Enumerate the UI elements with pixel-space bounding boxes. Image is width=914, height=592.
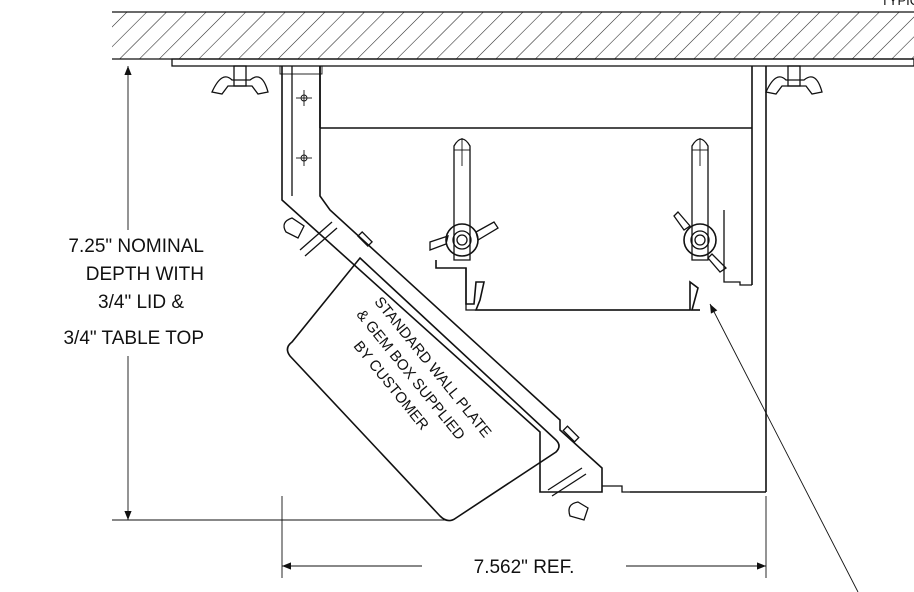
- wing-nut-top-right: [765, 65, 823, 95]
- mounting-hole-1: [296, 90, 312, 106]
- screw-upper: [283, 217, 373, 257]
- adjuster-left: [429, 138, 499, 261]
- depth-dimension: 7.25" NOMINAL DEPTH WITH 3/4" LID & 3/4"…: [63, 66, 446, 521]
- mounting-hole-2: [296, 150, 312, 166]
- adjuster-right: [673, 138, 728, 273]
- box-label-line1: STANDARD WALL PLATE: [371, 294, 495, 441]
- depth-label-line1: 7.25" NOMINAL: [68, 236, 204, 257]
- gem-box: STANDARD WALL PLATE & GEM BOX SUPPLIED B…: [286, 256, 560, 522]
- tray-leader: [709, 303, 859, 592]
- screw-lower: [547, 425, 589, 521]
- depth-label-line4: 3/4" TABLE TOP: [63, 328, 204, 349]
- depth-label-line3: 3/4" LID &: [98, 292, 184, 313]
- table-top-note: TYPICAL TABLE TOP: [881, 0, 914, 8]
- table-top: [112, 11, 914, 67]
- depth-label-line2: DEPTH WITH: [86, 264, 204, 285]
- mounting-bracket: [281, 66, 767, 493]
- tray: [435, 260, 700, 311]
- width-dimension: 7.562" REF.: [281, 496, 767, 578]
- width-label: 7.562" REF.: [474, 557, 575, 578]
- wing-nut-top-left: [211, 65, 323, 95]
